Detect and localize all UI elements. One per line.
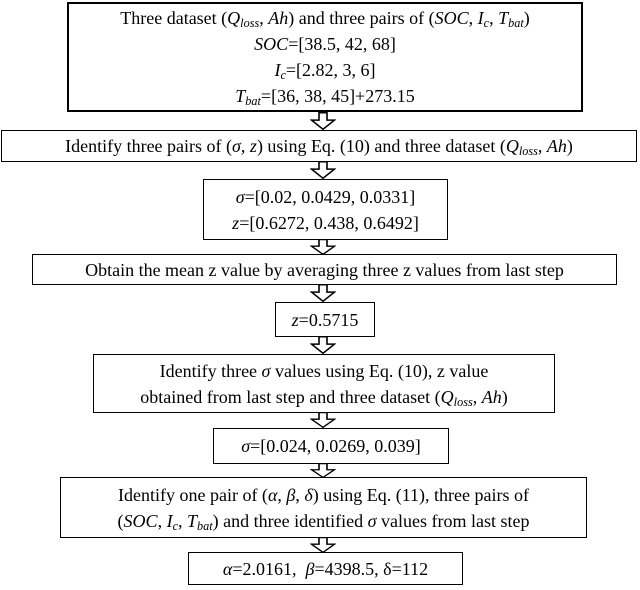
down-arrow-icon — [310, 537, 336, 553]
down-arrow-icon — [310, 161, 336, 179]
down-arrow-icon — [310, 463, 336, 478]
flow-node-text-line: Three dataset (Qloss, Ah) and three pair… — [120, 8, 530, 31]
flow-node-identify-alpha-beta-delta: Identify one pair of (α, β, δ) using Eq.… — [60, 477, 587, 538]
flow-node-text-line: obtained from last step and three datase… — [140, 386, 508, 409]
flow-node-text-line: σ=[0.024, 0.0269, 0.039] — [241, 436, 421, 456]
flow-node-z-value: z=0.5715 — [275, 302, 375, 337]
flow-node-text-line: Tbat=[36, 38, 45]+273.15 — [235, 86, 415, 109]
down-arrow-icon — [310, 112, 336, 130]
flow-node-text-line: Ic=[2.82, 3, 6] — [274, 60, 376, 83]
flow-node-text-line: α=2.0161, β=4398.5, δ=112 — [222, 558, 429, 579]
flow-node-text-line: z=0.5715 — [291, 309, 359, 330]
flow-node-identify-sigma-values: Identify three σ values using Eq. (10), … — [93, 354, 555, 413]
flow-node-mean-z-step: Obtain the mean z value by averaging thr… — [32, 254, 617, 285]
flow-node-text-line: (SOC, Ic, Tbat) and three identified σ v… — [117, 510, 530, 533]
down-arrow-icon — [310, 336, 336, 354]
flow-node-identify-sigma-z-pairs: Identify three pairs of (σ, z) using Eq.… — [1, 130, 637, 162]
flow-node-datasets-input: Three dataset (Qloss, Ah) and three pair… — [67, 2, 583, 112]
flow-node-text-line: SOC=[38.5, 42, 68] — [254, 34, 396, 54]
flow-node-text-line: Identify three pairs of (σ, z) using Eq.… — [65, 136, 573, 159]
flow-node-text-line: Identify three σ values using Eq. (10), … — [159, 360, 489, 381]
flow-node-sigma-values: σ=[0.024, 0.0269, 0.039] — [213, 428, 449, 464]
down-arrow-icon — [310, 239, 336, 255]
down-arrow-icon — [310, 412, 336, 428]
flow-node-alpha-beta-delta-values: α=2.0161, β=4398.5, δ=112 — [188, 552, 463, 585]
flow-node-sigma-z-values: σ=[0.02, 0.0429, 0.0331] z=[0.6272, 0.438… — [203, 179, 448, 240]
flow-node-text-line: z=[0.6272, 0.438, 0.6492] — [232, 212, 419, 233]
flow-node-text-line: σ=[0.02, 0.0429, 0.0331] — [235, 186, 416, 207]
flow-node-text-line: Obtain the mean z value by averaging thr… — [85, 259, 564, 280]
down-arrow-icon — [310, 284, 336, 302]
flow-node-text-line: Identify one pair of (α, β, δ) using Eq.… — [117, 484, 530, 505]
